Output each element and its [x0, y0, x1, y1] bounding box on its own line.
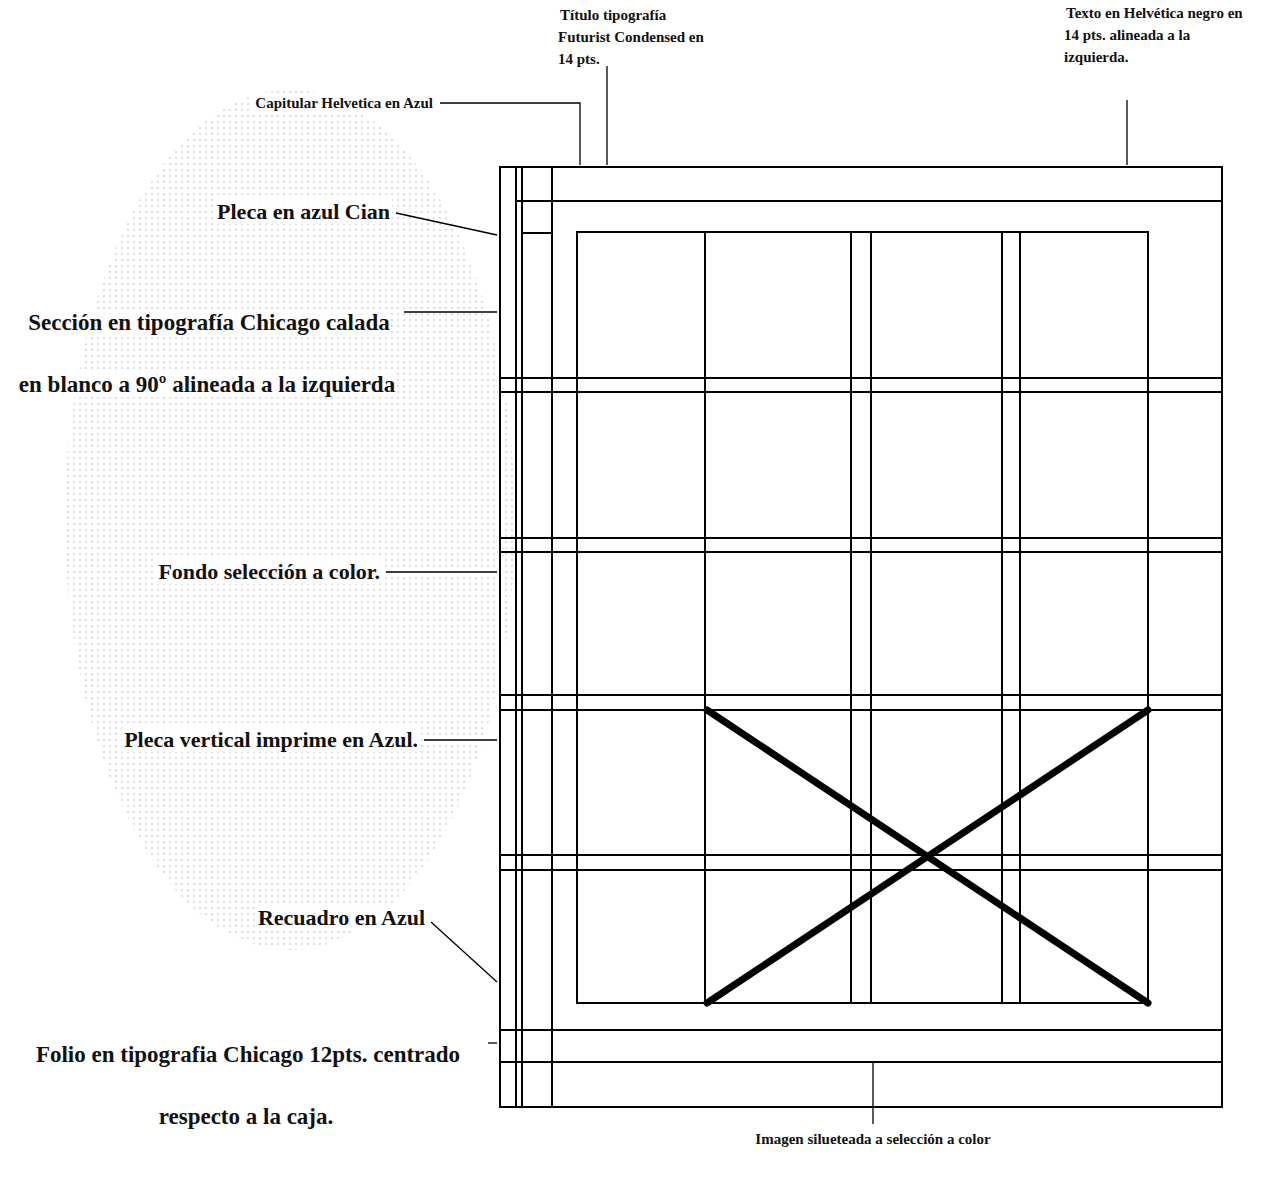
title-font-note-box: Título tipografía Futurist Condensed en … — [558, 4, 708, 70]
image-note-box: Imagen silueteada a selección a color — [718, 1128, 1028, 1150]
background-note-box: Fondo selección a color. — [30, 556, 382, 588]
frame-note: Recuadro en Azul — [256, 905, 427, 930]
vertical-rule-note-box: Pleca vertical imprime en Azul. — [6, 724, 420, 756]
folio-note: Folio en tipografia Chicago 12pts. centr… — [34, 1042, 460, 1129]
vertical-rule-note: Pleca vertical imprime en Azul. — [122, 727, 420, 752]
rule-note-box: Pleca en azul Cian — [90, 196, 392, 228]
page-grid — [500, 167, 1222, 1107]
folio-note-box: Folio en tipografia Chicago 12pts. centr… — [8, 1024, 486, 1148]
frame-note-box: Recuadro en Azul — [140, 902, 427, 934]
image-note: Imagen silueteada a selección a color — [753, 1131, 992, 1147]
drop-cap-note: Capitular Helvetica en Azul — [253, 95, 435, 111]
body-text-note: Texto en Helvética negro en 14 pts. alin… — [1064, 5, 1243, 65]
background-note: Fondo selección a color. — [156, 559, 382, 584]
drop-cap-note-box: Capitular Helvetica en Azul — [90, 92, 435, 114]
section-note-box: Sección en tipografía Chicago calada en … — [14, 292, 402, 416]
leader-lines — [386, 66, 1127, 1124]
title-font-note: Título tipografía Futurist Condensed en … — [558, 7, 704, 67]
section-note: Sección en tipografía Chicago calada en … — [19, 310, 397, 397]
dotted-portrait — [65, 90, 515, 950]
body-text-note-box: Texto en Helvética negro en 14 pts. alin… — [1064, 2, 1260, 68]
image-placeholder-cross — [707, 710, 1148, 1003]
rule-note: Pleca en azul Cian — [215, 199, 392, 224]
